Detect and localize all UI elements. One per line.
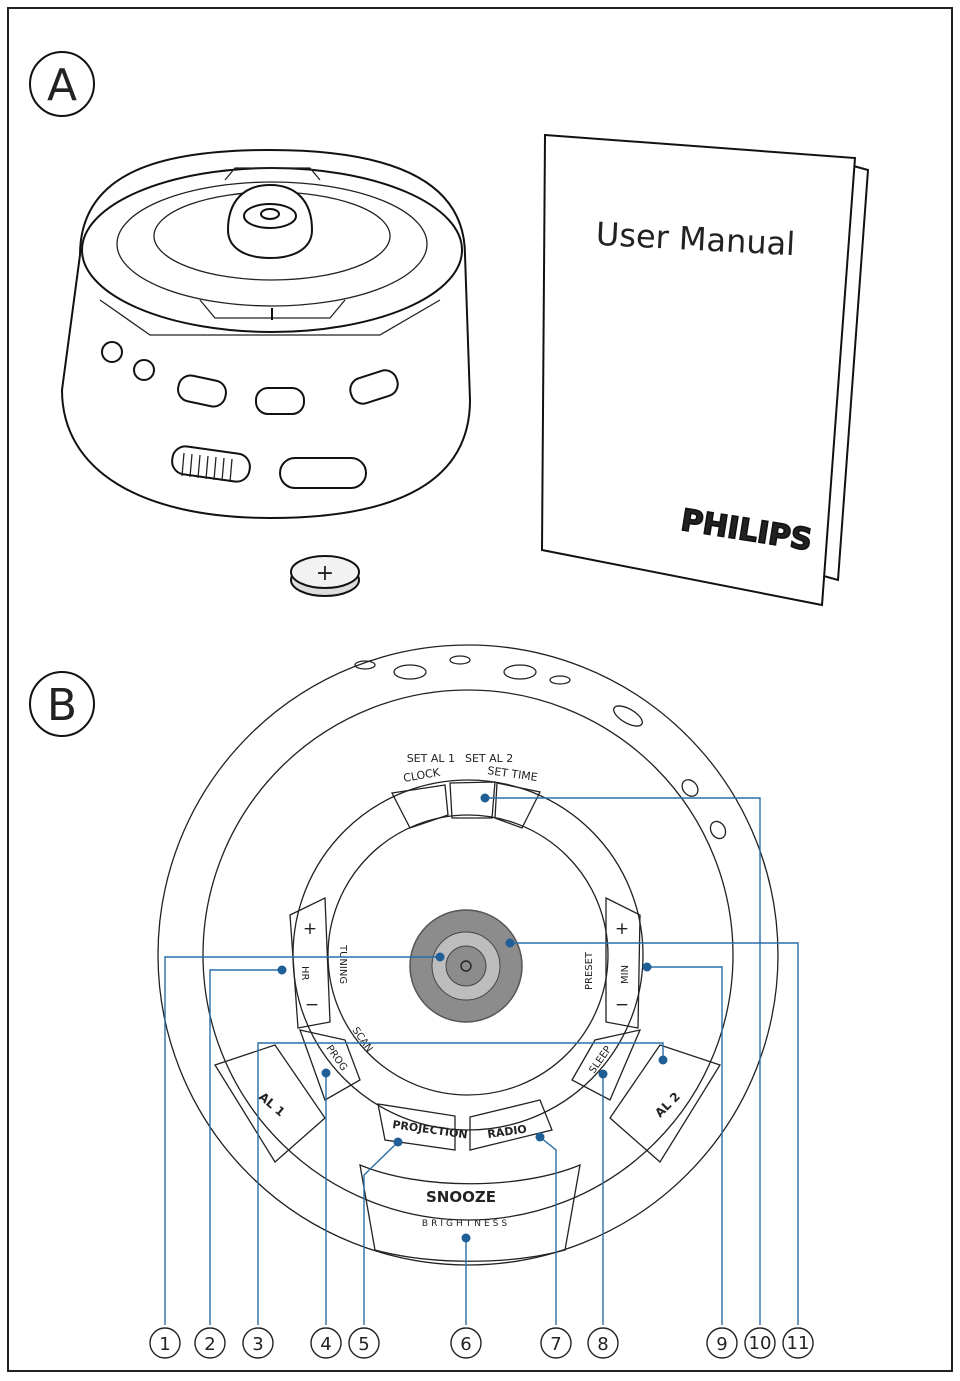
label-preset: PRESET [584, 951, 595, 990]
callout-lines [164, 797, 799, 1325]
label-plus-right: + [615, 919, 629, 939]
set-al-button[interactable] [449, 781, 496, 819]
device-top-ring [116, 181, 428, 307]
clock-button[interactable] [391, 784, 449, 829]
label-brightness: BRIGHTNESS [422, 1219, 510, 1229]
callout-11: 11 [787, 1333, 810, 1354]
projection-button[interactable] [377, 1103, 456, 1151]
min-preset-button[interactable] [605, 896, 641, 1029]
battery-cell: + [290, 555, 360, 597]
label-scan: SCAN [350, 1025, 375, 1054]
button-ring-inner [327, 814, 609, 1096]
label-minus-left: − [305, 995, 319, 1015]
callout-numbers: 1 2 3 4 5 6 7 8 9 10 11 [149, 1327, 814, 1359]
callout-9: 9 [716, 1334, 727, 1355]
device-back-button [224, 167, 321, 181]
snooze-bar[interactable] [359, 1163, 581, 1262]
label-minus-right: − [615, 995, 629, 1015]
sleep-button[interactable] [571, 1029, 642, 1101]
jack-1 [101, 341, 123, 363]
callout-10: 10 [749, 1333, 772, 1354]
side-button-1 [177, 374, 227, 408]
callout-4: 4 [320, 1334, 331, 1355]
label-min: MIN [620, 965, 631, 984]
section-b: B [29, 644, 814, 1359]
side-button-2 [255, 387, 305, 415]
callout-7: 7 [550, 1334, 561, 1355]
label-set-al1: SET AL 1 [407, 752, 455, 765]
housing-outer [157, 644, 779, 1266]
label-projection: PROJECTION [392, 1118, 469, 1141]
hr-tuning-button[interactable] [289, 896, 331, 1029]
callout-1: 1 [159, 1334, 170, 1355]
label-radio: RADIO [487, 1123, 528, 1141]
jack-2 [133, 359, 155, 381]
battery-plus-sign: + [316, 561, 334, 586]
page-frame [7, 7, 953, 1372]
slot-cover [279, 457, 367, 489]
section-a-badge [29, 51, 95, 117]
callout-2: 2 [204, 1334, 215, 1355]
label-clock: CLOCK [402, 766, 441, 785]
section-a: A [29, 51, 870, 607]
label-hr: HR [299, 966, 310, 981]
projector-lens [243, 203, 297, 229]
device-drawing [60, 148, 472, 520]
callout-5: 5 [358, 1334, 369, 1355]
manual-cover [540, 133, 857, 607]
housing-inner [202, 689, 734, 1221]
set-time-button[interactable] [494, 782, 541, 829]
label-tuning: TUNING [337, 944, 348, 984]
side-button-3 [349, 369, 399, 405]
callout-3: 3 [252, 1334, 263, 1355]
prog-scan-button[interactable] [298, 1029, 361, 1101]
callout-dots [277, 793, 668, 1243]
knob-hub [445, 945, 487, 987]
callout-6: 6 [460, 1334, 471, 1355]
label-snooze: SNOOZE [426, 1188, 496, 1206]
callout-8: 8 [597, 1334, 608, 1355]
knob-center [460, 960, 472, 972]
device-body [60, 148, 472, 520]
volume-wheel-ridges [181, 452, 233, 483]
section-a-letter: A [47, 60, 77, 111]
section-b-letter: B [47, 680, 77, 731]
label-al1: AL 1 [256, 1090, 288, 1120]
device-front-edge [99, 299, 441, 336]
battery-top [290, 555, 360, 589]
radio-button[interactable] [469, 1099, 553, 1151]
section-b-badge [29, 671, 95, 737]
al2-button[interactable] [609, 1044, 721, 1163]
housing-bumps [354, 655, 727, 840]
projector-lens-center [260, 208, 280, 220]
user-manual-booklet: User Manual PHILIPS [540, 133, 870, 607]
label-set-time: SET TIME [487, 764, 539, 784]
label-set-al2: SET AL 2 [465, 752, 513, 765]
label-plus-left: + [303, 919, 317, 939]
al1-button[interactable] [214, 1044, 326, 1163]
